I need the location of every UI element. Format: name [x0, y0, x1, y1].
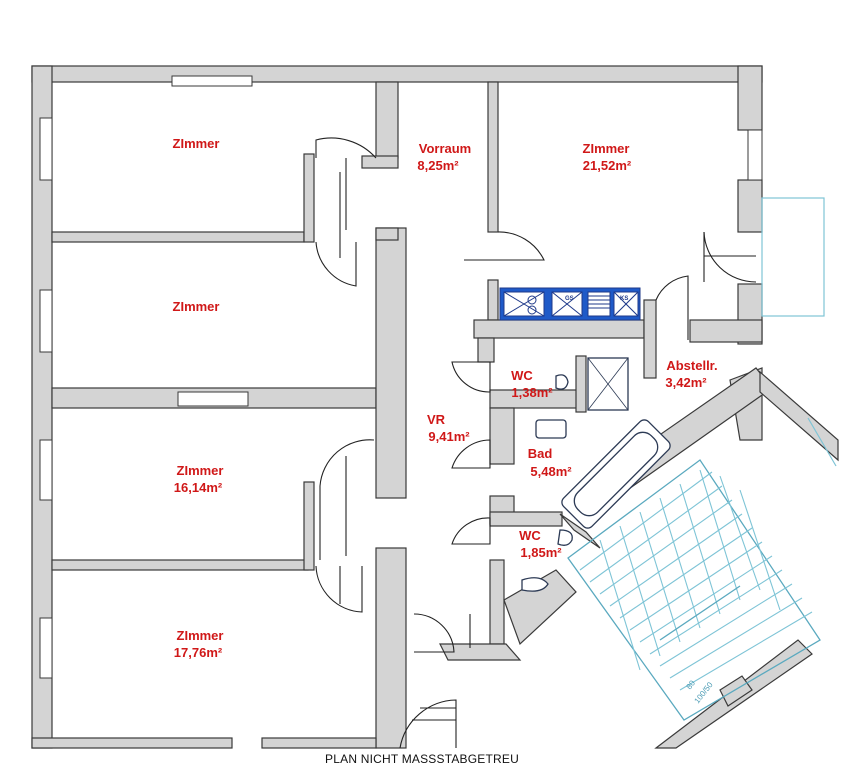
stair-annotation-line1: 80: [684, 678, 697, 691]
label-zimmer-top-right: ZImmer: [583, 141, 630, 156]
label-wc-1: WC: [511, 368, 533, 383]
kitchen-label-gs: GS: [565, 296, 574, 302]
label-vorraum: Vorraum: [419, 141, 472, 156]
label-zimmer-3: ZImmer: [177, 463, 224, 478]
label-zimmer-4: ZImmer: [177, 628, 224, 643]
area-zimmer-3: 16,14m²: [174, 480, 223, 495]
room-labels: ZImmer Vorraum 8,25m² ZImmer 21,52m² ZIm…: [173, 136, 718, 660]
doors: [315, 137, 757, 749]
label-abstellraum: Abstellr.: [666, 358, 717, 373]
label-zimmer-mid-left: ZImmer: [173, 299, 220, 314]
label-zimmer-top-left: ZImmer: [173, 136, 220, 151]
bath-fixtures: [521, 357, 671, 592]
area-wc-1: 1,38m²: [511, 385, 553, 400]
area-vorraum: 8,25m²: [417, 158, 459, 173]
area-zimmer-top-right: 21,52m²: [583, 158, 632, 173]
area-zimmer-4: 17,76m²: [174, 645, 223, 660]
label-bad: Bad: [528, 446, 553, 461]
kitchen-label-ks: KS: [620, 296, 628, 302]
area-wc-2: 1,85m²: [520, 545, 562, 560]
area-vr: 9,41m²: [428, 429, 470, 444]
label-vr: VR: [427, 412, 446, 427]
kitchen-counter: GS KS: [499, 287, 641, 321]
balcony-outline: [761, 197, 825, 317]
area-abstellraum: 3,42m²: [665, 375, 707, 390]
area-bad: 5,48m²: [530, 464, 572, 479]
scale-disclaimer: PLAN NICHT MASSSTABGETREU: [325, 752, 519, 766]
balcony-edge: [807, 417, 837, 467]
label-wc-2: WC: [519, 528, 541, 543]
stair-steps: [579, 469, 813, 691]
